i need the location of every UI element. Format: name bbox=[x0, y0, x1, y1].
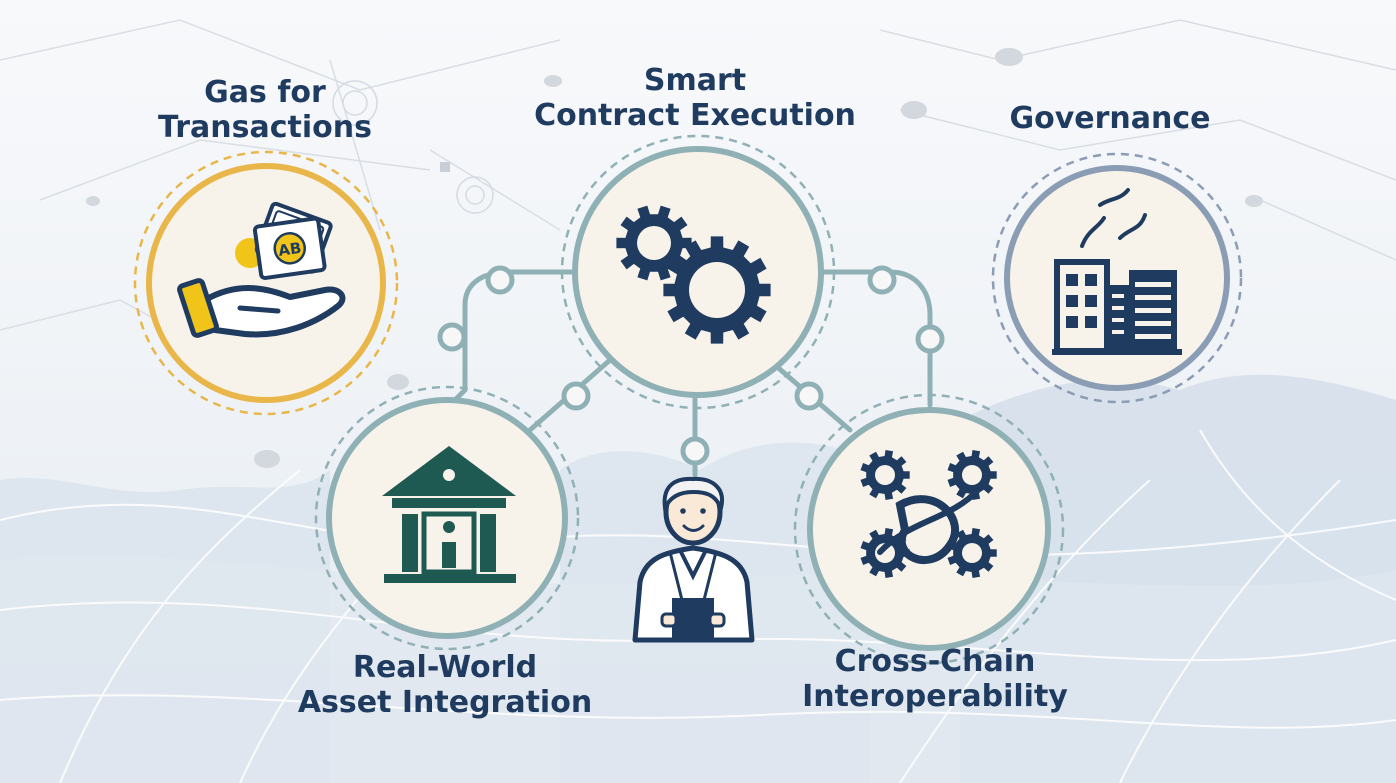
smart-contract-title-line-1: Smart bbox=[643, 63, 747, 98]
governance-title-line-1: Governance bbox=[1009, 101, 1211, 136]
gears-icon bbox=[616, 205, 771, 344]
gear-large-icon bbox=[663, 236, 771, 344]
connector-node bbox=[915, 324, 945, 354]
gear-hole bbox=[962, 465, 982, 485]
factory-icon bbox=[1052, 188, 1182, 355]
gas-node: AB bbox=[133, 150, 399, 416]
smart-contract-node bbox=[560, 134, 836, 410]
linked-gears-icon bbox=[860, 450, 997, 578]
smart-contract-title: Smart Contract Execution bbox=[520, 63, 870, 133]
connector-nodes bbox=[437, 265, 945, 466]
governance-title: Governance bbox=[990, 101, 1230, 136]
gear-hole bbox=[962, 543, 982, 563]
gas-title-line-2: Transactions bbox=[158, 110, 372, 145]
cross-chain-title-line-2: Interoperability bbox=[802, 679, 1068, 714]
hand-money-icon: AB bbox=[177, 201, 346, 338]
real-world-title-line-1: Real-World bbox=[352, 650, 538, 685]
cross-chain-title: Cross-Chain Interoperability bbox=[790, 644, 1080, 714]
smart-contract-title-line-2: Contract Execution bbox=[534, 98, 856, 133]
gas-title-line-1: Gas for bbox=[204, 75, 326, 110]
connector-node bbox=[680, 436, 710, 466]
bank-icon bbox=[382, 446, 516, 583]
gas-title: Gas for Transactions bbox=[130, 75, 400, 145]
governance-node bbox=[991, 152, 1243, 404]
cross-chain-title-line-1: Cross-Chain bbox=[834, 644, 1036, 679]
coin-label: AB bbox=[277, 239, 302, 260]
gear-hole bbox=[689, 262, 745, 318]
real-world-node bbox=[314, 385, 580, 651]
connector-node bbox=[437, 322, 467, 352]
cross-chain-node bbox=[793, 393, 1065, 665]
connector-node bbox=[561, 381, 591, 411]
real-world-title: Real-World Asset Integration bbox=[290, 650, 600, 720]
real-world-title-line-2: Asset Integration bbox=[297, 685, 593, 720]
gear-hole bbox=[637, 226, 671, 260]
scientist-icon bbox=[632, 476, 755, 643]
connector-node bbox=[485, 265, 515, 295]
gear-hole bbox=[875, 465, 895, 485]
connector-node bbox=[794, 381, 824, 411]
connector-node bbox=[867, 265, 897, 295]
